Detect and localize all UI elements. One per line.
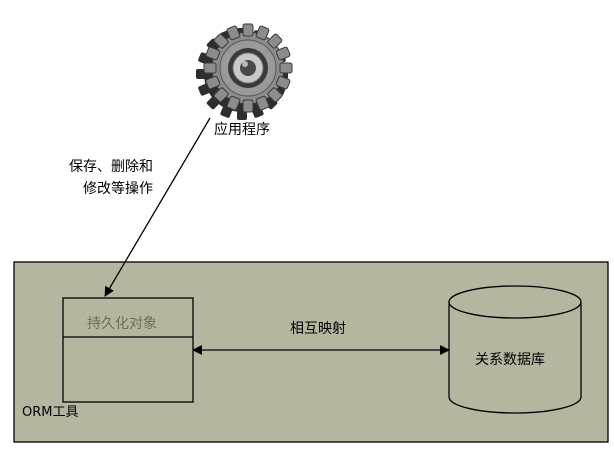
persistent-object-title: 持久化对象: [87, 316, 157, 332]
orm-tool-label: ORM工具: [22, 405, 79, 420]
operation-arrow: [104, 117, 211, 297]
application-label: 应用程序: [214, 122, 270, 138]
database-cylinder-icon: [448, 285, 582, 414]
mapping-label: 相互映射: [290, 321, 346, 337]
gear-icon: [196, 23, 293, 120]
database-label: 关系数据库: [475, 352, 545, 368]
operation-label-line2: 修改等操作: [83, 181, 153, 197]
operation-label-line1: 保存、删除和: [69, 159, 153, 175]
